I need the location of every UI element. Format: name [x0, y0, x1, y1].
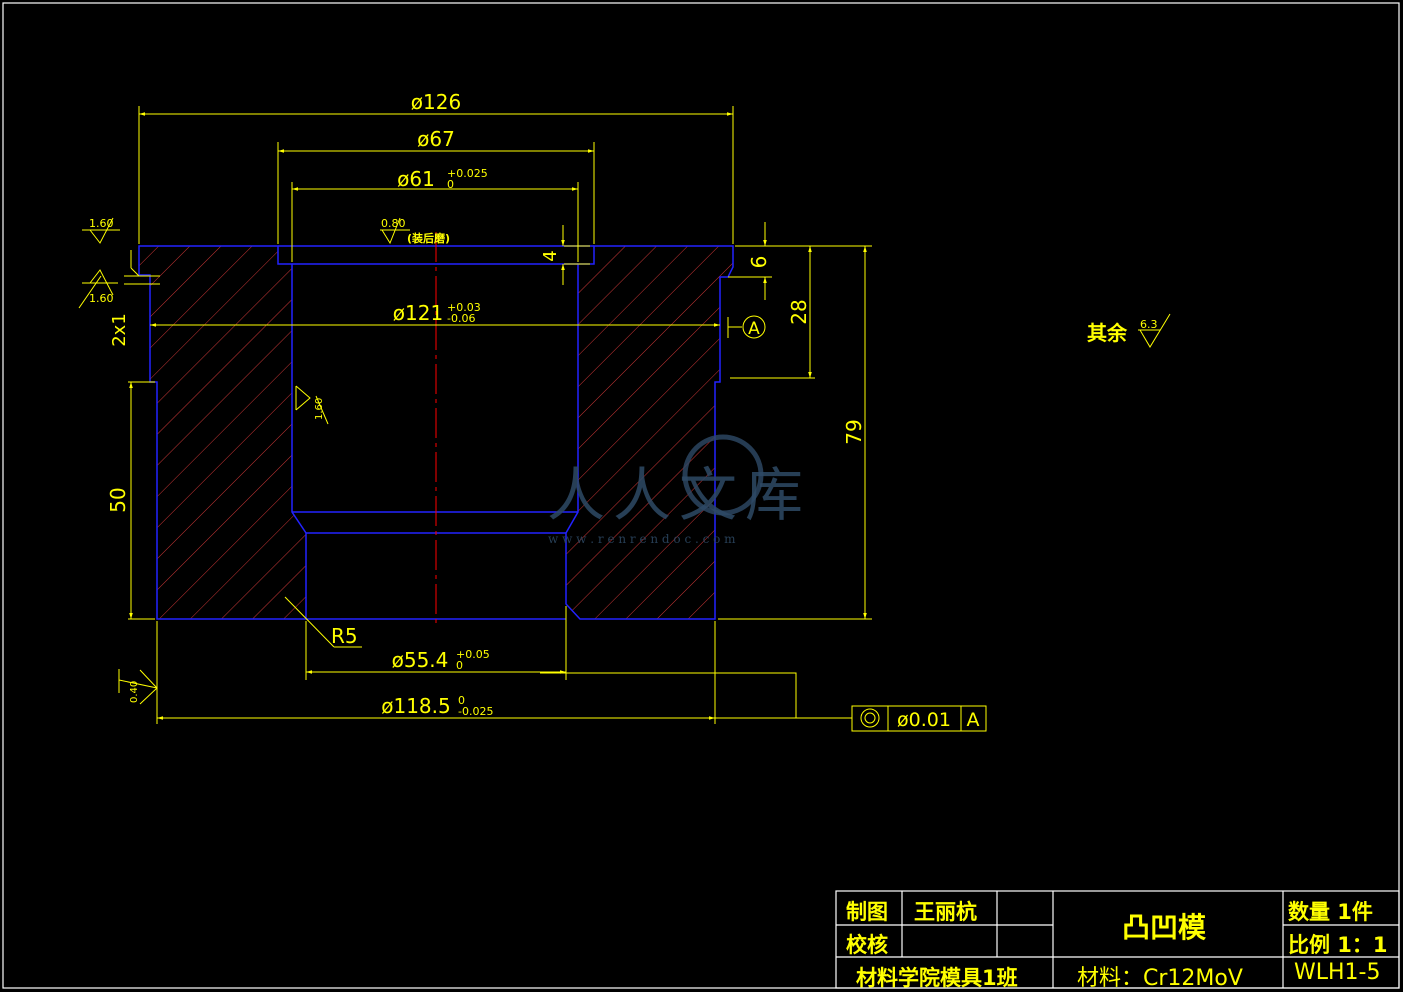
roughness-ground: 0.80: [381, 217, 406, 230]
dim-55: ø55.4: [392, 648, 449, 672]
watermark-logo-icon: [682, 434, 764, 516]
datum-marker: A: [727, 315, 766, 339]
dim-55-tol-lower: 0: [456, 659, 463, 672]
dim-121-tol-upper: +0.03: [447, 301, 481, 314]
roughness-ground-note: (装后磨): [407, 231, 450, 245]
check-label: 校核: [846, 933, 888, 957]
roughness-left-step: 1.60: [89, 292, 114, 305]
concentricity-icon: [860, 708, 880, 728]
dim-28: 28: [787, 299, 811, 324]
part-name: 凸凹模: [1122, 911, 1207, 944]
dim-6: 6: [747, 256, 771, 269]
dim-118: ø118.5: [381, 694, 451, 718]
dim-4: 4: [540, 250, 561, 261]
dim-61-tol-upper: +0.025: [447, 167, 488, 180]
dim-118-tol-upper: 0: [458, 694, 465, 707]
roughness-top-left: 1.60: [89, 217, 114, 230]
dim-61-tol-lower: 0: [447, 178, 454, 191]
dim-67: ø67: [417, 127, 455, 151]
dim-126: ø126: [411, 90, 461, 114]
tolerance-datum: A: [967, 709, 980, 731]
tolerance-value: ø0.01: [897, 709, 951, 731]
drawn-name: 王丽杭: [914, 900, 977, 924]
quantity: 数量 1件: [1288, 900, 1373, 924]
title-block-grid: [835, 890, 1400, 989]
tolerance-frame: ø0.01 A: [851, 705, 987, 732]
dim-55-tol-upper: +0.05: [456, 648, 490, 661]
roughness-bore: 1.60: [314, 398, 325, 420]
chamfer-label: 2x1: [109, 313, 130, 347]
drawing-number: WLH1-5: [1294, 960, 1381, 985]
dim-50: 50: [106, 487, 130, 512]
right-section: [565, 245, 734, 620]
dim-61: ø61: [397, 167, 435, 191]
dim-79: 79: [842, 419, 866, 444]
dim-121-tol-lower: -0.06: [447, 312, 475, 325]
scale: 比例 1：1: [1288, 933, 1388, 957]
dim-121: ø121: [393, 301, 443, 325]
tolerance-leader: [540, 672, 797, 719]
roughness-rest-value: 6.3: [1140, 318, 1158, 331]
watermark-url: w w w . r e n r e n d o c . c o m: [548, 532, 736, 546]
datum-label: A: [748, 319, 760, 339]
watermark-text: 人人文库: [547, 461, 812, 529]
drawn-label: 制图: [846, 900, 888, 924]
material: 材料：Cr12MoV: [1077, 966, 1243, 991]
radius-label: R5: [331, 624, 358, 648]
dim-118-tol-lower: -0.025: [458, 705, 493, 718]
left-section: [138, 245, 307, 620]
roughness-bottom: 0.40: [129, 681, 140, 703]
school-name: 材料学院模具1班: [856, 966, 1018, 990]
roughness-rest-label: 其余: [1087, 321, 1128, 345]
